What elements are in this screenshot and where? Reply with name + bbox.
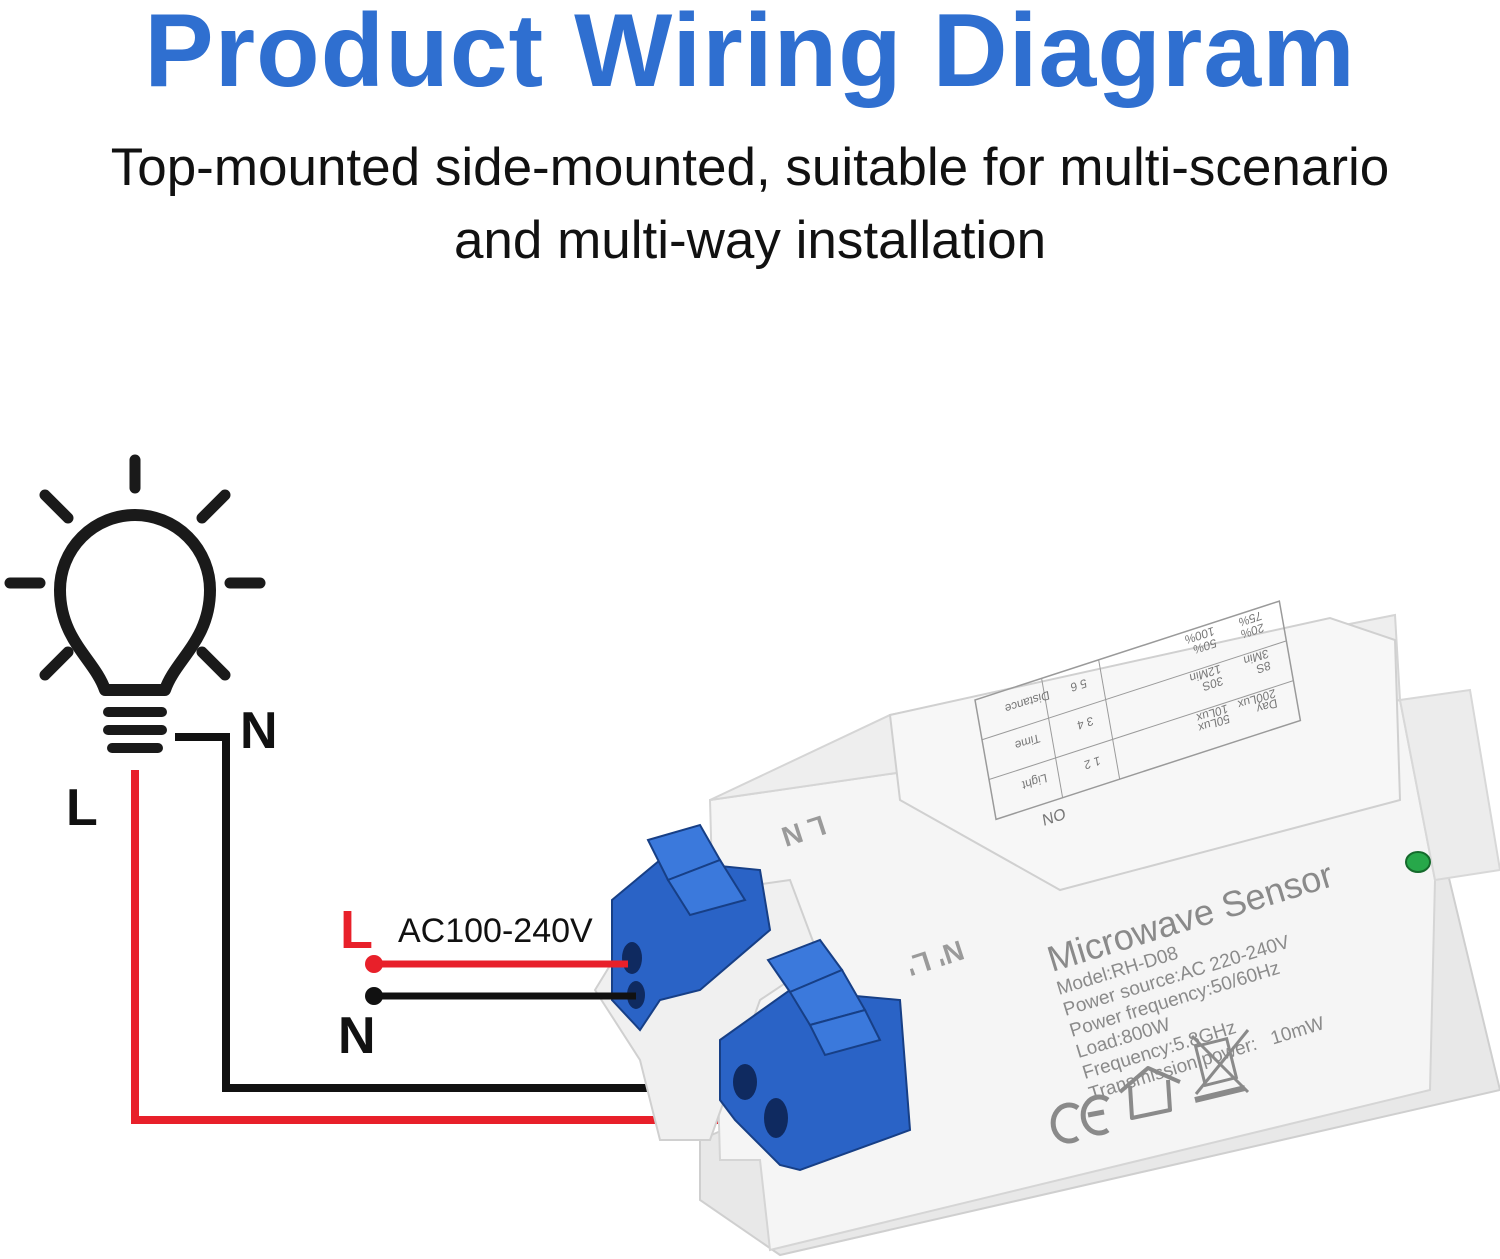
supply-neutral-dot xyxy=(365,987,383,1005)
dip-pins-34: 3 4 xyxy=(1076,714,1095,733)
led-indicator xyxy=(1405,851,1431,873)
subtitle-line-2: and multi-way installation xyxy=(453,211,1047,270)
ce-mark-icon xyxy=(1050,1094,1110,1144)
supply-live-label: L xyxy=(340,900,373,960)
subtitle-line-1: Top-mounted side-mounted, suitable for m… xyxy=(110,138,1390,197)
dip-time-opt-1: 8S xyxy=(1255,658,1271,676)
dip-light-opt-1: Day xyxy=(1256,696,1279,716)
dip-time-opt-2: 30S xyxy=(1201,673,1224,693)
supply-live-dot xyxy=(365,955,383,973)
dip-pins-12: 1 2 xyxy=(1083,753,1102,772)
indoor-use-icon xyxy=(1118,1066,1181,1120)
light-bulb-icon xyxy=(4,454,266,753)
output-terminal-block xyxy=(719,938,912,1172)
lamp-neutral-label: N xyxy=(240,702,278,760)
supply-neutral-label: N xyxy=(338,1007,376,1065)
lamp-live-label: L xyxy=(66,779,98,837)
weee-bin-icon xyxy=(1190,1029,1250,1103)
supply-voltage-label: AC100-240V xyxy=(398,912,593,950)
page-title: Product Wiring Diagram xyxy=(144,0,1356,109)
lamp-live-wire xyxy=(131,770,772,1124)
dip-pins-56: 5 6 xyxy=(1069,676,1088,695)
lamp-neutral-wire xyxy=(175,733,745,1092)
